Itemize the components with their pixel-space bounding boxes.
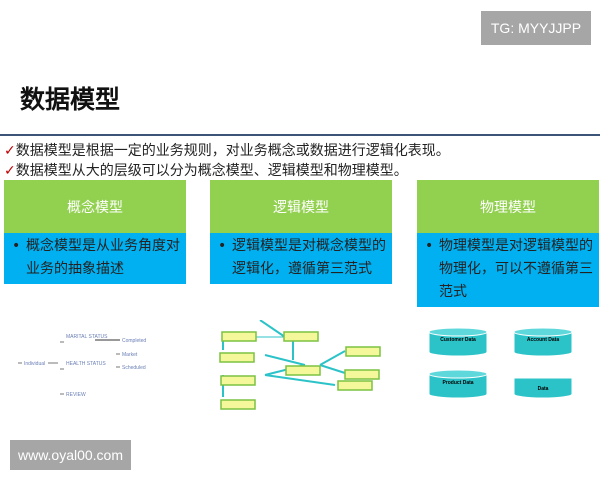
card-title: 逻辑模型 — [210, 180, 392, 233]
concept-node: HEALTH STATUS — [66, 361, 106, 367]
card-conceptual: 概念模型 概念模型是从业务角度对业务的抽象描述 — [4, 180, 186, 284]
card-title: 物理模型 — [417, 180, 599, 233]
physical-diagram: Customer Data Account Data Product Data … — [428, 327, 573, 399]
title-divider — [0, 134, 600, 136]
watermark-top: TG: MYYJJPP — [481, 11, 591, 45]
concept-node: MARITAL STATUS — [66, 334, 108, 340]
physical-node: Customer Data — [440, 337, 476, 343]
card-desc: 逻辑模型是对概念模型的逻辑化，遵循第三范式 — [210, 233, 392, 284]
concept-leaf: Market — [122, 352, 138, 358]
bullet-1: ✓数据模型是根据一定的业务规则，对业务概念或数据进行逻辑化表现。 — [4, 143, 450, 159]
concept-leaf: Completed — [122, 338, 146, 344]
watermark-bottom: www.oyal00.com — [10, 440, 131, 470]
card-physical: 物理模型 物理模型是对逻辑模型的物理化，可以不遵循第三范式 — [417, 180, 599, 307]
card-logical: 逻辑模型 逻辑模型是对概念模型的逻辑化，遵循第三范式 — [210, 180, 392, 284]
card-title: 概念模型 — [4, 180, 186, 233]
physical-node: Data — [538, 386, 549, 392]
card-desc: 物理模型是对逻辑模型的物理化，可以不遵循第三范式 — [417, 233, 599, 307]
concept-leaf: Scheduled — [122, 365, 146, 371]
page-title: 数据模型 — [20, 85, 121, 114]
physical-node: Product Data — [442, 380, 473, 386]
physical-node: Account Data — [527, 337, 559, 343]
concept-root: Individual — [24, 361, 45, 367]
check-icon: ✓ — [4, 143, 16, 159]
card-desc: 概念模型是从业务角度对业务的抽象描述 — [4, 233, 186, 284]
check-icon: ✓ — [4, 163, 16, 179]
logical-diagram — [219, 320, 381, 410]
bullet-2: ✓数据模型从大的层级可以分为概念模型、逻辑模型和物理模型。 — [4, 163, 408, 179]
conceptual-diagram: Individual MARITAL STATUS HEALTH STATUS … — [18, 334, 146, 398]
concept-node: REVIEW — [66, 392, 86, 398]
